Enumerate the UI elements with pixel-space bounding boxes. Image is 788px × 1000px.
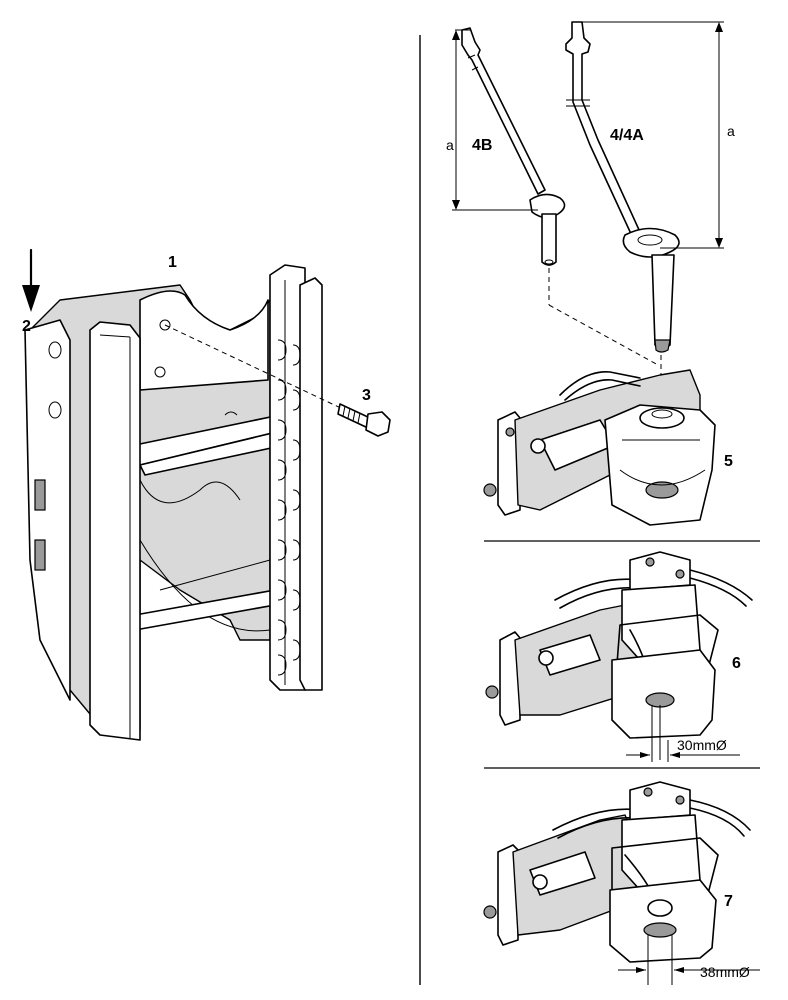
bolt (164, 324, 391, 437)
mounting-frame (24, 264, 323, 741)
dimension-38-label: 38mmØ (700, 964, 750, 980)
pin-4b (461, 27, 566, 266)
direction-arrow (22, 248, 40, 312)
coupling-5 (483, 369, 716, 526)
rail-slots (277, 339, 301, 676)
coupling-7 (483, 781, 751, 985)
callout-4b: 4B (472, 137, 492, 154)
dimension-38 (618, 967, 760, 973)
callout-1: 1 (168, 254, 177, 271)
dimension-a-left-label: a (446, 137, 454, 153)
callout-3: 3 (362, 387, 371, 404)
callout-5: 5 (724, 453, 733, 470)
guide-line-4b-diag (548, 304, 659, 366)
pin-4a (565, 21, 680, 353)
dimension-30-label: 30mmØ (677, 737, 727, 753)
callout-4a: 4/4A (610, 127, 644, 144)
dimension-a-right (582, 21, 724, 249)
callout-7: 7 (724, 893, 733, 910)
callout-2: 2 (22, 318, 31, 335)
dimension-a-right-label: a (727, 123, 735, 139)
callout-6: 6 (732, 655, 741, 672)
coupling-6 (485, 551, 753, 760)
dimension-a-left (452, 29, 538, 211)
dimension-30 (626, 740, 740, 762)
